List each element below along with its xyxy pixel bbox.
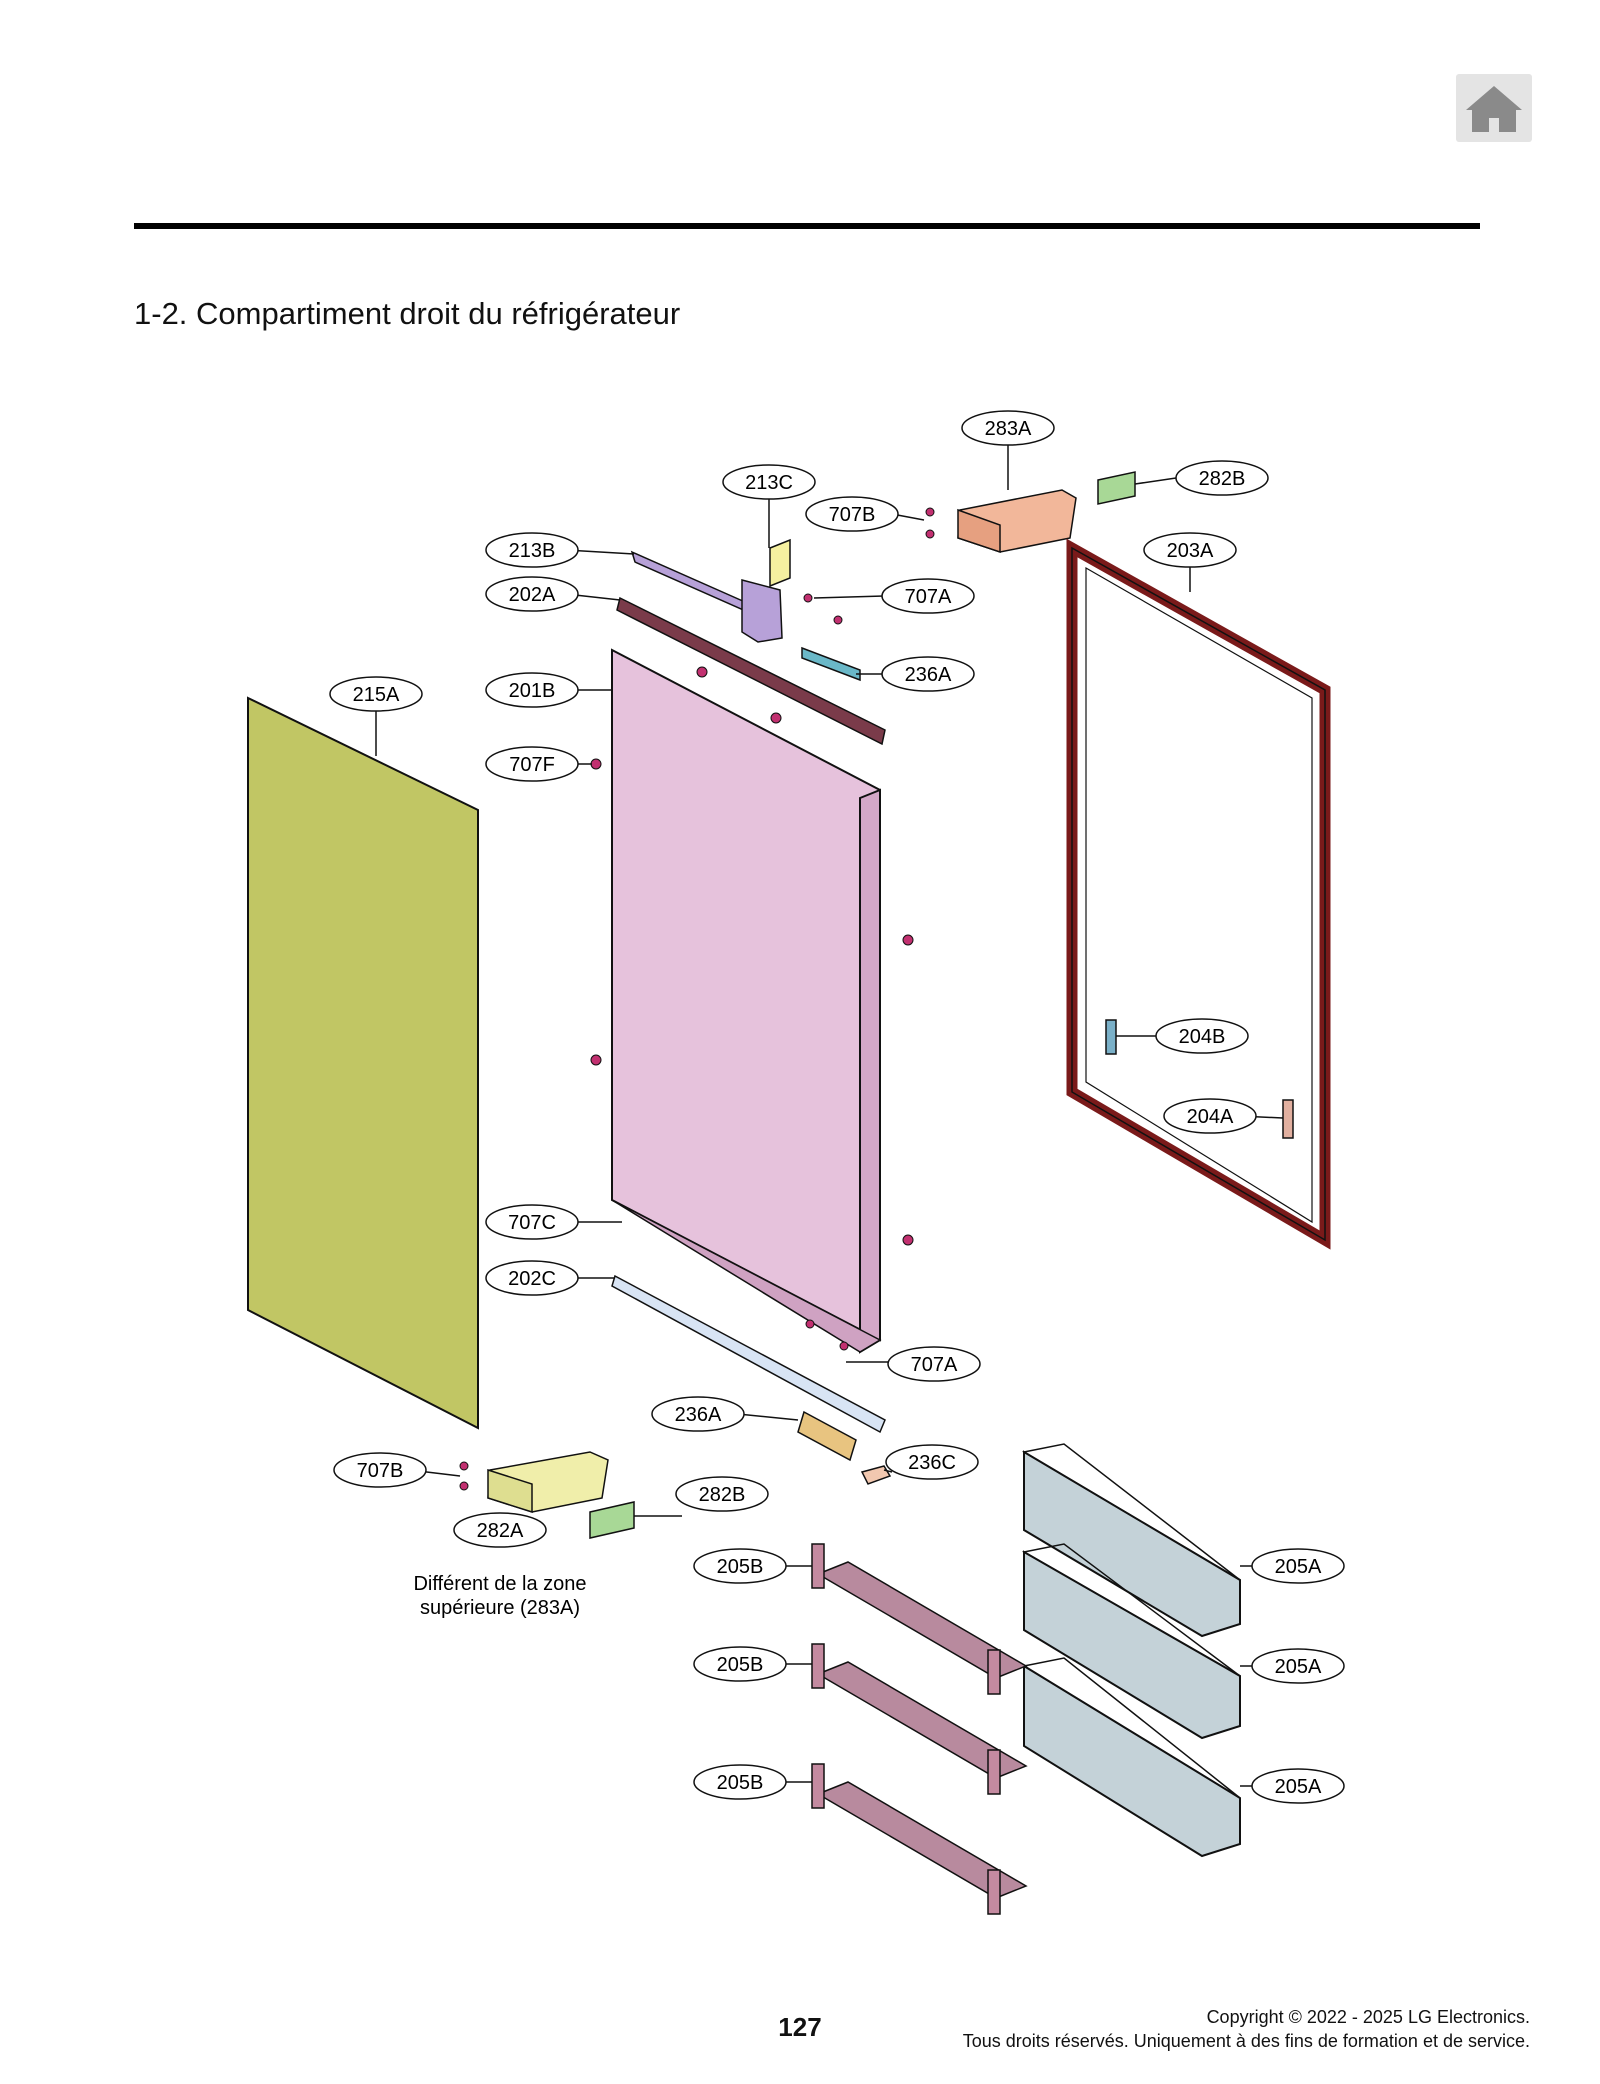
callout-707A-bottom: 707A — [887, 1346, 981, 1382]
exploded-parts-diagram: 283A 282B 213C 707B 213B 203A 202A 707A … — [247, 410, 1345, 1915]
callout-label: 282A — [477, 1520, 524, 1542]
callout-label: 213B — [509, 540, 556, 562]
door-liner-201B — [611, 648, 882, 1354]
callout-label: 707A — [911, 1354, 958, 1376]
callout-label: 282B — [1199, 468, 1246, 490]
callout-label: 707A — [905, 586, 952, 608]
part-204B — [1105, 1019, 1117, 1055]
bin-205B-3 — [811, 1763, 1028, 1915]
callout-label: 213C — [745, 472, 793, 494]
callout-205B-3: 205B — [693, 1764, 787, 1800]
callout-205B-2: 205B — [693, 1646, 787, 1682]
callout-707A-top: 707A — [881, 578, 975, 614]
label-282B-bottom — [589, 1501, 635, 1539]
callout-label: 282B — [699, 1484, 746, 1506]
callout-215A: 215A — [329, 676, 423, 712]
bottom-hinge-282A — [487, 1451, 609, 1514]
callout-label: 707C — [508, 1212, 556, 1234]
part-204A — [1282, 1099, 1294, 1139]
callout-204B: 204B — [1155, 1018, 1249, 1054]
callout-label: 205B — [717, 1772, 764, 1794]
callout-282A: 282A — [453, 1512, 547, 1548]
callout-205A-3: 205A — [1251, 1768, 1345, 1804]
hinge-bracket-213B — [630, 550, 750, 614]
page-number: 127 — [778, 2012, 822, 2042]
callout-label: 204B — [1179, 1026, 1226, 1048]
home-button[interactable] — [1456, 74, 1532, 142]
callout-label: 205A — [1275, 1776, 1322, 1798]
note-line-2: supérieure (283A) — [420, 1597, 580, 1619]
callout-707B-top: 707B — [805, 496, 899, 532]
callout-205B-1: 205B — [693, 1548, 787, 1584]
bin-205A-2 — [1021, 1543, 1241, 1740]
section-title: 1-2. Compartiment droit du réfrigérateur — [134, 296, 681, 331]
callout-707F: 707F — [485, 746, 579, 782]
callout-707B-bottom: 707B — [333, 1452, 427, 1488]
bin-205A-1 — [1021, 1443, 1241, 1638]
callout-236C: 236C — [885, 1444, 979, 1480]
callout-282B-bottom: 282B — [675, 1476, 769, 1512]
note-line-1: Différent de la zone — [413, 1573, 586, 1595]
callout-213C: 213C — [722, 464, 816, 500]
callout-label: 215A — [353, 684, 400, 706]
bin-205A-3 — [1021, 1657, 1241, 1858]
callout-label: 707B — [357, 1460, 404, 1482]
callout-203A: 203A — [1143, 532, 1237, 568]
screws — [459, 507, 935, 1491]
callout-label: 201B — [509, 680, 556, 702]
callout-707C: 707C — [485, 1204, 579, 1240]
callout-label: 204A — [1187, 1106, 1234, 1128]
callout-label: 236A — [905, 664, 952, 686]
label-282B-top — [1097, 471, 1136, 505]
copyright-line-2: Tous droits réservés. Uniquement à des f… — [962, 2031, 1530, 2051]
callout-205A-1: 205A — [1251, 1548, 1345, 1584]
bin-205B-1 — [811, 1543, 1028, 1695]
callout-label: 236C — [908, 1452, 956, 1474]
callout-236A-top: 236A — [881, 656, 975, 692]
callout-202A: 202A — [485, 576, 579, 612]
gasket-203A — [1066, 538, 1331, 1250]
callout-label: 707F — [509, 754, 555, 776]
outer-panel-215A — [247, 696, 479, 1430]
callout-label: 236A — [675, 1404, 722, 1426]
callout-205A-2: 205A — [1251, 1648, 1345, 1684]
part-236C — [860, 1465, 892, 1485]
top-hinge-283A — [957, 489, 1077, 554]
callout-202C: 202C — [485, 1260, 579, 1296]
home-icon — [1466, 86, 1522, 132]
callout-label: 205B — [717, 1654, 764, 1676]
callout-282B-top: 282B — [1175, 460, 1269, 496]
bottom-cap-202C — [611, 1274, 886, 1434]
stopper-236A-bottom — [797, 1410, 857, 1462]
callout-label: 205A — [1275, 1656, 1322, 1678]
callout-label: 203A — [1167, 540, 1214, 562]
callout-label: 205A — [1275, 1556, 1322, 1578]
bin-205B-2 — [811, 1643, 1028, 1795]
callout-label: 205B — [717, 1556, 764, 1578]
copyright-line-1: Copyright © 2022 - 2025 LG Electronics. — [1206, 2007, 1530, 2027]
stopper-236A-top — [801, 646, 861, 682]
callout-label: 202A — [509, 584, 556, 606]
callout-label: 202C — [508, 1268, 556, 1290]
callout-201B: 201B — [485, 672, 579, 708]
callout-label: 283A — [985, 418, 1032, 440]
callout-204A: 204A — [1163, 1098, 1257, 1134]
top-cap-202A — [616, 596, 886, 746]
header-rule — [134, 223, 1480, 229]
callout-236A-bottom: 236A — [651, 1396, 745, 1432]
hinge-cover-213C — [769, 538, 791, 588]
callout-label: 707B — [829, 504, 876, 526]
copyright-notice: Copyright © 2022 - 2025 LG Electronics. … — [963, 2005, 1530, 2053]
callout-213B: 213B — [485, 532, 579, 568]
callout-283A: 283A — [961, 410, 1055, 446]
